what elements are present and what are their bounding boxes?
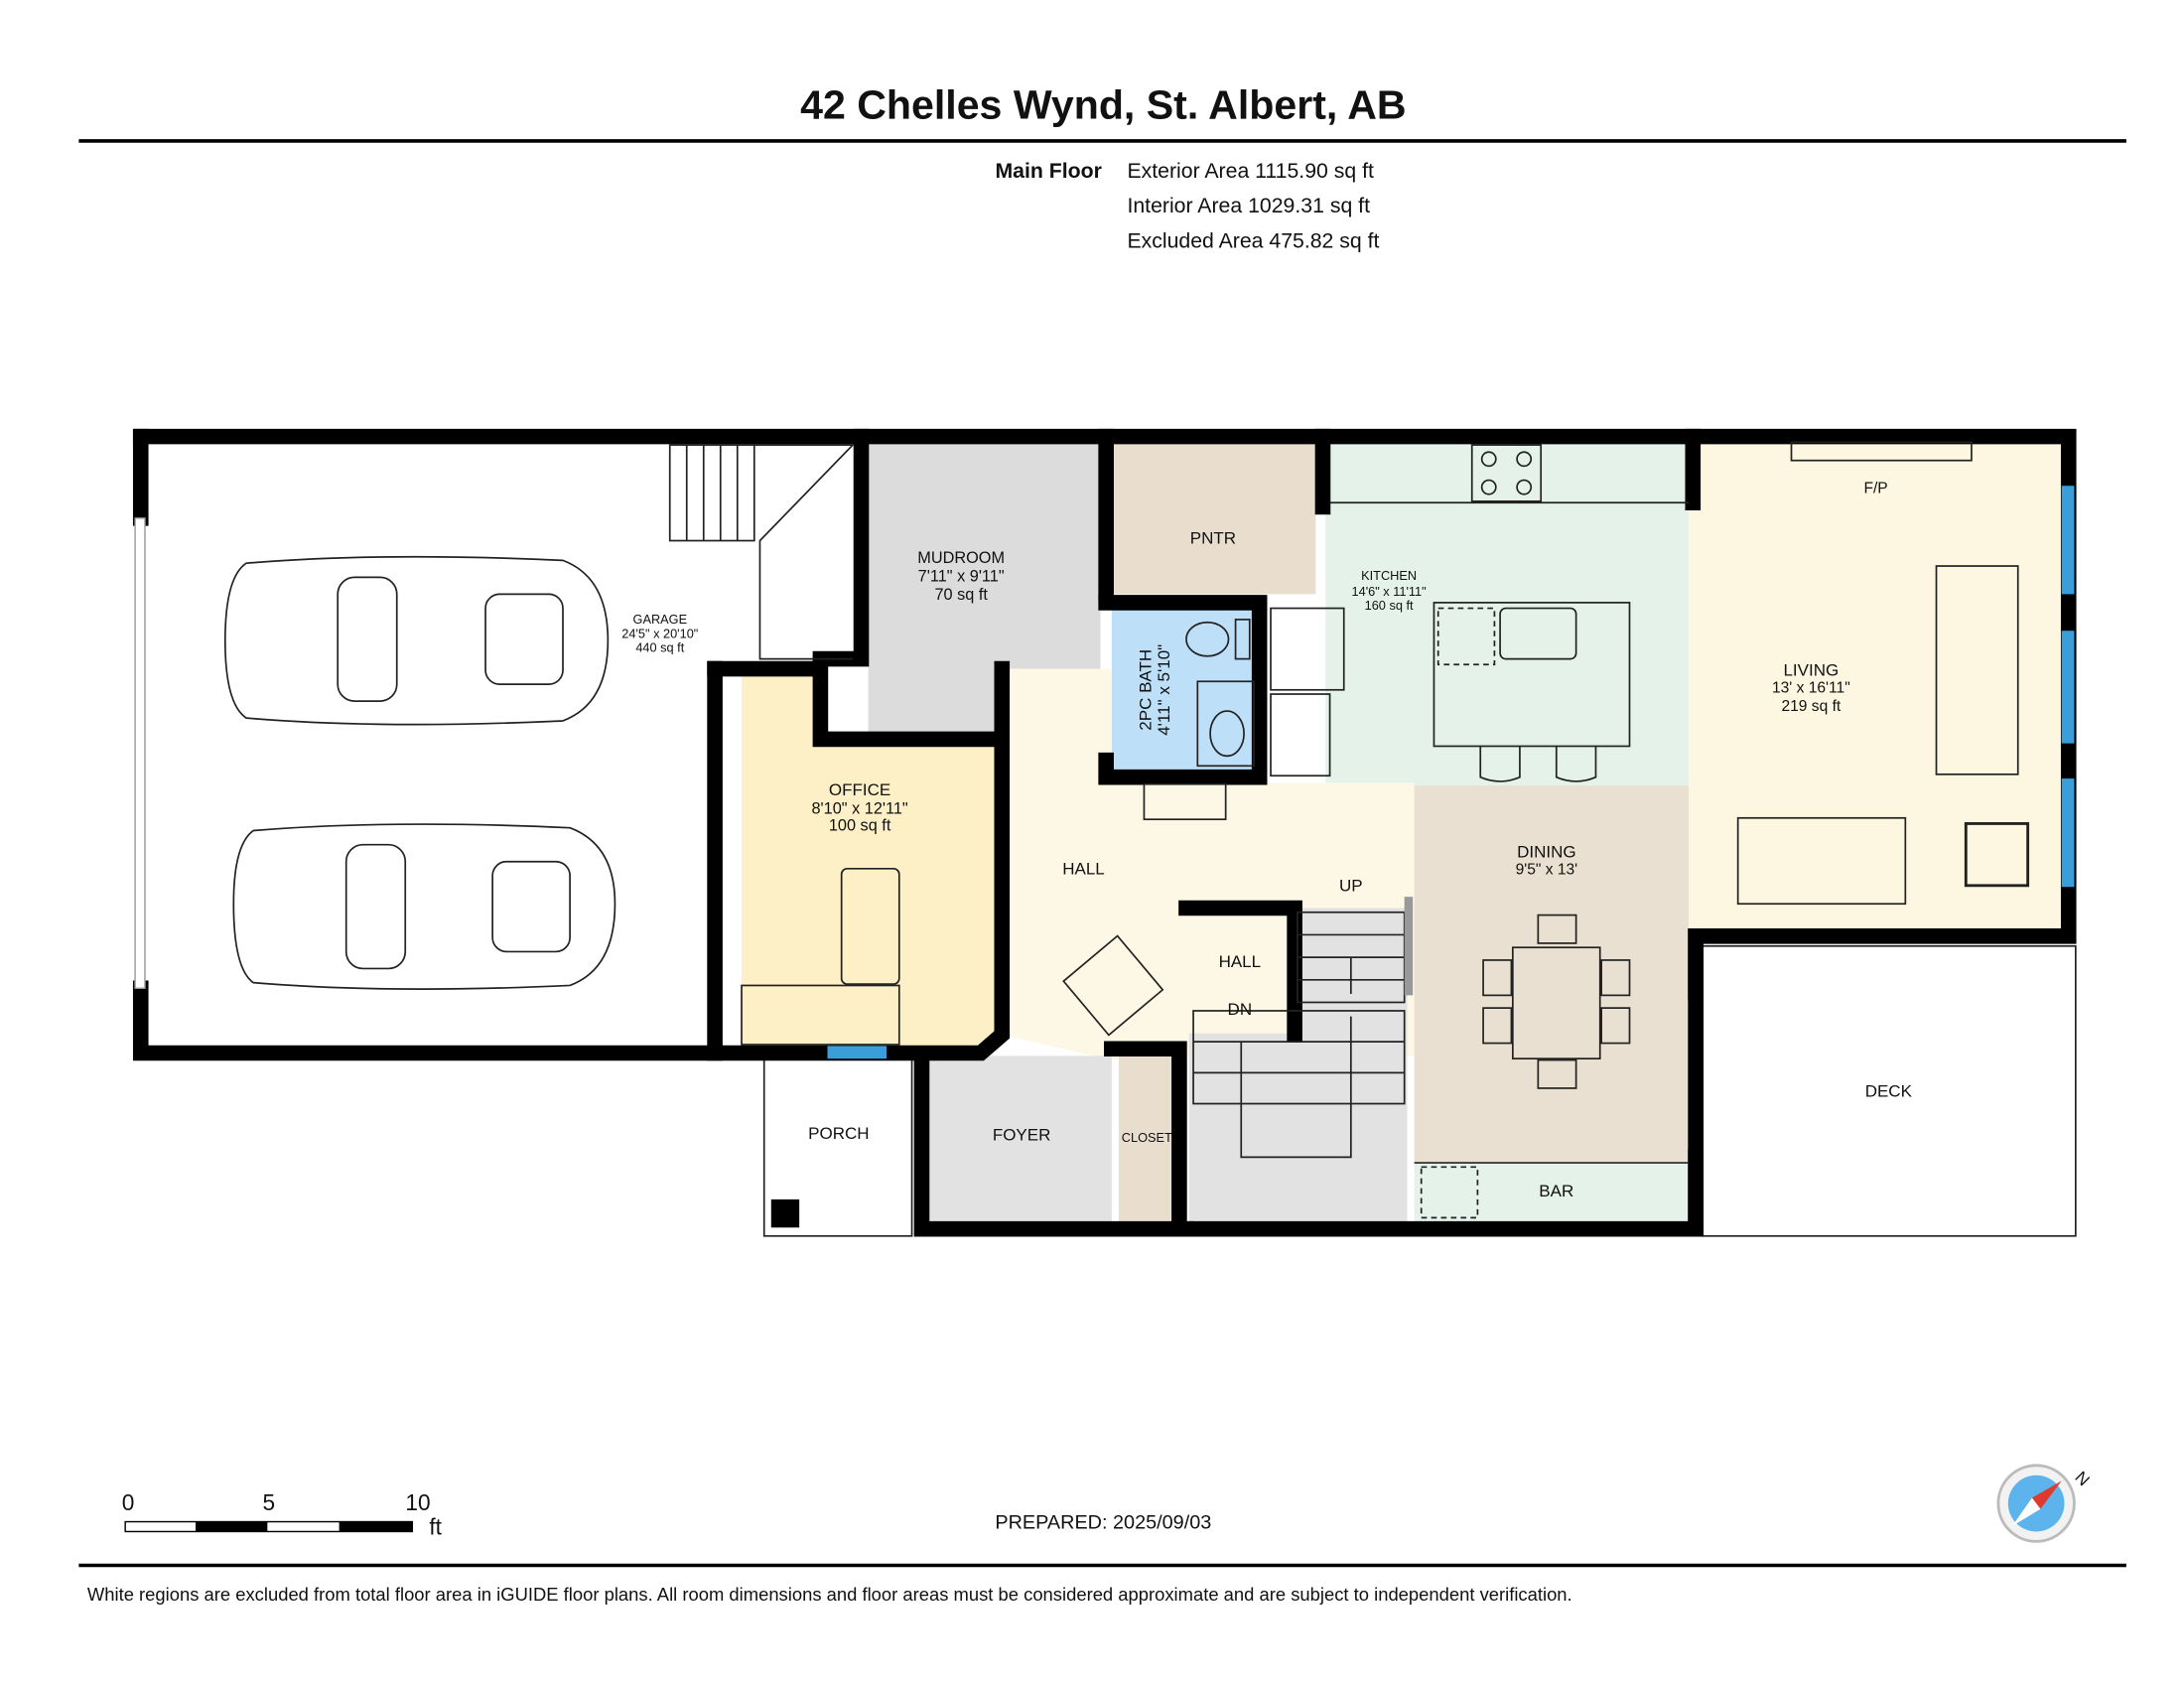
scale-tick: 0 (122, 1489, 135, 1515)
interior-area: Interior Area 1029.31 sq ft (1127, 194, 1370, 217)
stairs-down-label: DN (1228, 1000, 1253, 1019)
svg-text:14'6" x 11'11": 14'6" x 11'11" (1352, 584, 1427, 599)
kitchen-island (1433, 602, 1631, 748)
page-title: 42 Chelles Wynd, St. Albert, AB (800, 81, 1406, 127)
svg-text:MUDROOM: MUDROOM (917, 549, 1005, 567)
sink-icon (1196, 680, 1255, 768)
hall2-label: HALL (1219, 952, 1262, 971)
scale-tick: 10 (405, 1489, 430, 1515)
garage-floor (140, 436, 716, 1054)
svg-text:2PC BATH: 2PC BATH (1137, 649, 1156, 731)
room-fills (140, 436, 2064, 1225)
sofa-icon (1736, 816, 1907, 906)
closet-label: CLOSET (1122, 1130, 1172, 1145)
porch-label: PORCH (808, 1124, 869, 1143)
svg-text:160 sq ft: 160 sq ft (1365, 598, 1414, 613)
window (2061, 486, 2075, 595)
svg-text:DINING: DINING (1517, 842, 1575, 861)
svg-text:GARAGE: GARAGE (633, 612, 688, 627)
foyer-floor (921, 1055, 1112, 1222)
dining-table-icon (1511, 946, 1601, 1060)
toilet-icon (1185, 621, 1230, 657)
stove-icon (1470, 444, 1543, 502)
svg-text:9'5" x 13': 9'5" x 13' (1516, 861, 1578, 878)
svg-text:8'10" x 12'11": 8'10" x 12'11" (811, 800, 907, 818)
scale-tick: 5 (262, 1489, 275, 1515)
side-table-icon (1964, 822, 2030, 888)
svg-text:13' x 16'11": 13' x 16'11" (1772, 680, 1850, 697)
living-floor (1689, 442, 2064, 929)
svg-text:OFFICE: OFFICE (829, 780, 890, 799)
bar-label: BAR (1539, 1182, 1573, 1200)
window (2061, 778, 2075, 888)
garage-door-opening (134, 517, 146, 990)
hall2-floor (1188, 912, 1291, 1034)
desk-icon (840, 867, 900, 985)
prepared-date: PREPARED: 2025/09/03 (995, 1512, 1211, 1534)
stairs-up-label: UP (1339, 876, 1363, 895)
kitchen-floor (1325, 442, 1690, 787)
bar-floor (1414, 1163, 1690, 1225)
porch-post (770, 1198, 800, 1228)
sofa-icon (1935, 565, 2019, 775)
car-icon (223, 555, 610, 726)
exterior-area: Exterior Area 1115.90 sq ft (1127, 159, 1374, 183)
svg-text:KITCHEN: KITCHEN (1361, 568, 1417, 583)
window (827, 1046, 887, 1059)
svg-text:100 sq ft: 100 sq ft (829, 817, 891, 835)
sink-icon (1499, 607, 1577, 660)
scale-bar: 0 5 10 ft (122, 1489, 443, 1539)
excluded-area: Excluded Area 475.82 sq ft (1127, 229, 1379, 253)
bath-floor (1111, 605, 1253, 772)
svg-text:219 sq ft: 219 sq ft (1781, 698, 1841, 715)
svg-text:24'5" x 20'10": 24'5" x 20'10" (621, 626, 698, 640)
foyer-label: FOYER (993, 1125, 1051, 1144)
walls (132, 428, 2077, 1237)
office-floor (742, 672, 997, 1050)
floor-label: Main Floor (995, 159, 1101, 183)
car-icon (232, 823, 616, 990)
svg-text:70 sq ft: 70 sq ft (934, 586, 988, 604)
chair-icon (1062, 934, 1164, 1037)
deck-label: DECK (1865, 1081, 1913, 1100)
svg-text:440 sq ft: 440 sq ft (635, 640, 684, 655)
interior-stairs (1192, 897, 1414, 1159)
living-furniture (1736, 565, 2030, 906)
dining-floor (1414, 785, 1690, 1164)
closet-floor (1118, 1049, 1179, 1222)
svg-text:LIVING: LIVING (1783, 661, 1839, 680)
deck-outline (1702, 944, 2077, 1237)
svg-text:7'11" x 9'11": 7'11" x 9'11" (918, 568, 1005, 586)
misc-furniture (741, 619, 1690, 1219)
scale-unit: ft (429, 1513, 442, 1539)
pantry-floor (1111, 442, 1316, 595)
footer-disclaimer: White regions are excluded from total fl… (87, 1584, 1572, 1605)
garage-stairs (668, 444, 856, 660)
compass-label: N (2071, 1468, 2093, 1489)
window (2061, 631, 2075, 744)
compass-icon: N (1996, 1464, 2094, 1543)
hall-label: HALL (1062, 859, 1105, 878)
fireplace-label: F/P (1863, 480, 1887, 496)
pantry-label: PNTR (1190, 528, 1236, 547)
svg-text:4'11" x 5'10": 4'11" x 5'10" (1155, 644, 1173, 736)
